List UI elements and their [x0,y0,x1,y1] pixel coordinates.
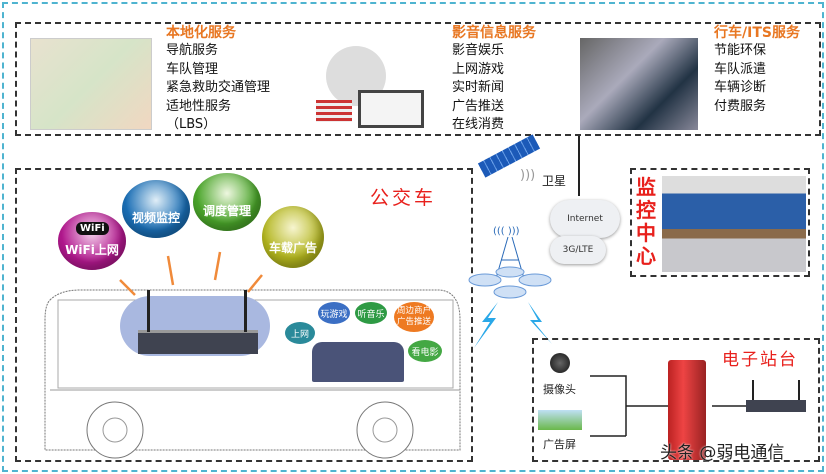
antenna [244,290,247,332]
antenna [752,380,754,400]
media-image [316,40,428,128]
service-title: 本地化服务 [166,25,236,41]
connector-line [578,136,580,196]
bubble-wifi: WiFi WiFi上网 [58,212,126,270]
cell-tower-icon: ((( ))) [468,226,552,299]
speech-bubble: 周边商户广告推送 [394,302,434,332]
passengers-image [312,342,404,382]
service-item: 影音娱乐 [452,43,505,58]
map-image [30,38,152,130]
control-room-image [662,176,806,272]
speech-bubble: 玩游戏 [318,302,350,324]
antenna [147,290,150,332]
service-item: 紧急救助交通管理 [166,80,271,95]
mechanics-image [580,38,698,130]
service-item: 车队管理 [166,61,219,77]
bubble-label: 车载广告 [268,241,317,255]
monitor-panel [630,168,810,277]
service-title: 影音信息服务 [452,25,536,41]
kiosk-image [668,360,706,460]
bubble-label: 调度管理 [202,204,251,218]
service-item: 车队派遣 [714,61,767,77]
speech-bubble: 看电影 [408,340,442,362]
ad-screen-label: 广告屏 [543,438,576,451]
bubble-video: 视频监控 [122,180,190,238]
signal-icon: ))) [520,168,536,183]
internet-cloud: Internet [550,200,620,238]
svg-text:((( ))): ((( ))) [493,226,520,237]
bubble-label: 视频监控 [131,211,180,225]
arrows [119,251,263,296]
speech-bubble: 上网 [285,322,315,344]
service-item: 付费服务 [714,98,767,114]
services-panel [15,22,821,136]
service-its: 行车/ITS服务 节能环保 车队派遣 车辆诊断 付费服务 [714,22,800,116]
watermark: 头条 @弱电通信 [660,443,785,463]
mobile-cloud: 3G/LTE [550,236,606,264]
service-local: 本地化服务 导航服务 车队管理 紧急救助交通管理 适地性服务 （LBS） [166,22,270,135]
service-item: 实时新闻 [452,80,505,95]
bubble-ads: 车载广告 [262,206,324,268]
wifi-icon: WiFi [76,222,109,235]
service-item: 节能环保 [714,43,767,58]
ad-screen-icon [538,410,582,430]
service-item: 上网游戏 [452,61,505,77]
bus-panel [15,168,473,462]
station-title: 电子站台 [722,350,798,370]
service-item: 导航服务 [166,43,219,58]
station-wiring [590,375,755,437]
bus-outline [44,289,461,459]
speech-bubble: 听音乐 [355,302,387,324]
service-item: 在线消费 [452,117,505,132]
service-media: 影音信息服务 影音娱乐 上网游戏 实时新闻 广告推送 在线消费 [452,22,536,135]
satellite-label: 卫星 [542,174,567,188]
bus-title: 公交车 [370,187,437,209]
antenna [798,380,800,400]
station-panel [532,338,820,462]
station-router-image [746,400,806,412]
service-item: （LBS） [166,117,217,132]
router-image [138,330,258,354]
monitor-title: 监控中心 [636,175,656,268]
service-item: 广告推送 [452,98,505,114]
wireless-bolts-icon [474,302,552,348]
camera-label: 摄像头 [543,383,576,396]
service-item: 适地性服务 [166,98,232,114]
bubble-label: WiFi上网 [65,243,119,257]
service-item: 车辆诊断 [714,80,767,95]
camera-icon [550,353,570,373]
bubble-dispatch: 调度管理 [193,173,261,231]
service-title: 行车/ITS服务 [714,25,800,41]
